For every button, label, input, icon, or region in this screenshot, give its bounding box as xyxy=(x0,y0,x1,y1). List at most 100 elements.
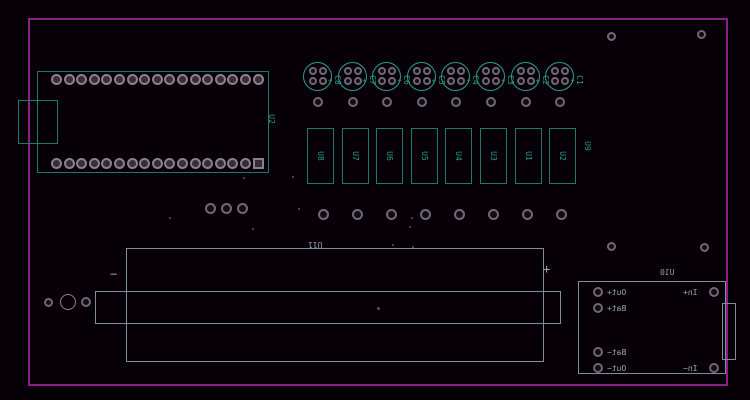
capacitor-pad[interactable] xyxy=(492,67,500,75)
mcu-pad-pin1[interactable] xyxy=(252,158,264,169)
capacitor-pad[interactable] xyxy=(412,67,421,75)
capacitor-pad[interactable] xyxy=(309,67,317,75)
mcu-pad-bottom[interactable] xyxy=(76,158,88,169)
capacitor-pad[interactable] xyxy=(388,67,397,75)
capacitor-pad[interactable] xyxy=(551,67,560,75)
capacitor-pad[interactable] xyxy=(319,77,327,85)
capacitor-pad[interactable] xyxy=(353,67,362,75)
footprint-driver[interactable] xyxy=(307,128,334,184)
capacitor-pad[interactable] xyxy=(343,77,352,85)
capacitor-via[interactable] xyxy=(520,97,531,107)
mcu-pad-bottom[interactable] xyxy=(51,158,62,169)
capacitor-via[interactable] xyxy=(451,97,462,107)
capacitor-pad[interactable] xyxy=(343,67,352,75)
footprint-capacitor[interactable] xyxy=(303,62,332,91)
mcu-pad-top[interactable] xyxy=(240,74,251,85)
capacitor-via[interactable] xyxy=(382,97,393,107)
footprint-connector[interactable] xyxy=(578,281,726,374)
mcu-pad-top[interactable] xyxy=(51,74,62,85)
mcu-pad-bottom[interactable] xyxy=(227,158,239,169)
mcu-pad-top[interactable] xyxy=(126,74,138,85)
mcu-pad-top[interactable] xyxy=(214,74,226,85)
mcu-pad-bottom[interactable] xyxy=(214,158,226,169)
mcu-pad-bottom[interactable] xyxy=(114,158,125,169)
mcu-pad-top[interactable] xyxy=(164,74,176,85)
connector-pad[interactable] xyxy=(709,287,719,297)
footprint-capacitor[interactable] xyxy=(545,62,575,91)
capacitor-pad[interactable] xyxy=(551,77,560,85)
footprint-capacitor[interactable] xyxy=(476,62,505,91)
mcu-pad-top[interactable] xyxy=(202,74,214,85)
mcu-pad-top[interactable] xyxy=(177,74,188,85)
capacitor-pad[interactable] xyxy=(492,77,500,85)
mcu-pad-top[interactable] xyxy=(227,74,239,85)
mcu-pad-bottom[interactable] xyxy=(88,158,100,169)
capacitor-pad[interactable] xyxy=(447,67,456,75)
connector-pad[interactable] xyxy=(593,287,603,297)
capacitor-pad[interactable] xyxy=(457,77,466,85)
mcu-pad-bottom[interactable] xyxy=(164,158,176,169)
footprint-driver[interactable] xyxy=(410,128,438,184)
capacitor-pad[interactable] xyxy=(309,77,317,85)
mcu-pad-top[interactable] xyxy=(88,74,100,85)
connector-pad[interactable] xyxy=(593,303,603,313)
footprint-capacitor[interactable] xyxy=(337,62,367,91)
capacitor-pad[interactable] xyxy=(378,67,387,75)
capacitor-pad[interactable] xyxy=(422,77,431,85)
footprint-driver[interactable] xyxy=(445,128,473,184)
footprint-capacitor[interactable] xyxy=(406,62,436,91)
footprint-capacitor[interactable] xyxy=(510,62,540,91)
footprint-driver[interactable] xyxy=(376,128,404,184)
mcu-pad-bottom[interactable] xyxy=(101,158,113,169)
footprint-driver[interactable] xyxy=(549,128,577,184)
mcu-pad-bottom[interactable] xyxy=(189,158,201,169)
capacitor-pad[interactable] xyxy=(353,77,362,85)
mcu-pad-top[interactable] xyxy=(101,74,113,85)
mcu-pad-bottom[interactable] xyxy=(126,158,138,169)
footprint-driver[interactable] xyxy=(341,128,369,184)
capacitor-pad[interactable] xyxy=(561,77,570,85)
capacitor-pad[interactable] xyxy=(526,67,535,75)
footprint-driver[interactable] xyxy=(514,128,542,184)
capacitor-via[interactable] xyxy=(486,97,496,107)
footprint-inductor[interactable] xyxy=(126,248,544,362)
footprint-microcontroller[interactable] xyxy=(37,71,269,173)
capacitor-via[interactable] xyxy=(347,97,358,107)
capacitor-pad[interactable] xyxy=(447,77,456,85)
mcu-pad-bottom[interactable] xyxy=(240,158,251,169)
capacitor-pad[interactable] xyxy=(482,77,490,85)
capacitor-via[interactable] xyxy=(555,97,566,107)
connector-pad[interactable] xyxy=(709,363,719,373)
capacitor-via[interactable] xyxy=(313,97,323,107)
mcu-pad-top[interactable] xyxy=(63,74,75,85)
footprint-driver[interactable] xyxy=(480,128,507,184)
capacitor-pad[interactable] xyxy=(388,77,397,85)
mcu-pad-bottom[interactable] xyxy=(139,158,151,169)
mcu-pad-bottom[interactable] xyxy=(177,158,188,169)
capacitor-via[interactable] xyxy=(416,97,427,107)
capacitor-pad[interactable] xyxy=(457,67,466,75)
capacitor-pad[interactable] xyxy=(526,77,535,85)
capacitor-pad[interactable] xyxy=(516,77,525,85)
mcu-pad-top[interactable] xyxy=(151,74,163,85)
mcu-pad-top[interactable] xyxy=(76,74,88,85)
mcu-pad-bottom[interactable] xyxy=(151,158,163,169)
mcu-pad-bottom[interactable] xyxy=(63,158,75,169)
connector-pad[interactable] xyxy=(593,347,603,357)
capacitor-pad[interactable] xyxy=(422,67,431,75)
mcu-pad-top[interactable] xyxy=(189,74,201,85)
mcu-pad-top[interactable] xyxy=(252,74,264,85)
capacitor-pad[interactable] xyxy=(516,67,525,75)
footprint-capacitor[interactable] xyxy=(372,62,402,91)
capacitor-pad[interactable] xyxy=(482,67,490,75)
capacitor-pad[interactable] xyxy=(378,77,387,85)
capacitor-pad[interactable] xyxy=(561,67,570,75)
footprint-capacitor[interactable] xyxy=(441,62,471,91)
connector-pad[interactable] xyxy=(593,363,603,373)
capacitor-pad[interactable] xyxy=(319,67,327,75)
capacitor-pad[interactable] xyxy=(412,77,421,85)
mcu-pad-top[interactable] xyxy=(114,74,125,85)
mcu-pad-bottom[interactable] xyxy=(202,158,214,169)
mcu-pad-top[interactable] xyxy=(139,74,151,85)
